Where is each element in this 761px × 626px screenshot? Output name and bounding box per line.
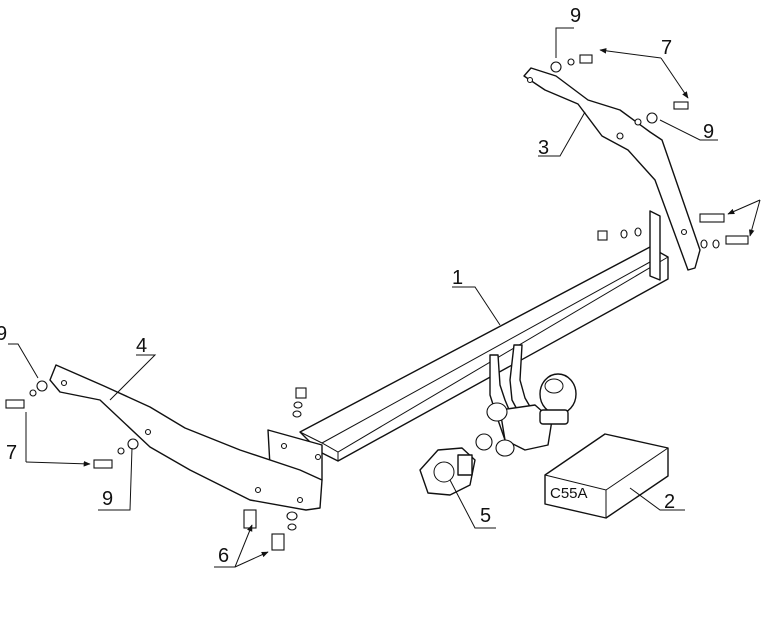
left-side-bracket [49, 364, 323, 511]
packaging-box: C55A [544, 433, 669, 519]
callout-1: 1 [452, 267, 463, 289]
callout-7-left: 7 [6, 442, 17, 464]
hardware-left [5, 380, 307, 551]
socket-plate [419, 447, 476, 496]
callouts: 1 2 3 4 5 6 7 7 9 9 9 9 [0, 5, 714, 567]
box-label: C55A [550, 485, 588, 502]
callout-9-top: 9 [570, 5, 581, 27]
callout-5: 5 [480, 505, 491, 527]
callout-9-right: 9 [703, 121, 714, 143]
callout-3: 3 [538, 137, 549, 159]
hardware-top-right [550, 54, 749, 249]
callout-2: 2 [664, 491, 675, 513]
leader-lines [8, 27, 761, 568]
callout-4: 4 [136, 335, 147, 357]
callout-9-left-partial: 9 [0, 323, 7, 345]
tow-ball-assembly [475, 344, 577, 457]
callout-7-top: 7 [661, 37, 672, 59]
callout-6: 6 [218, 545, 229, 567]
callout-9-left: 9 [102, 488, 113, 510]
right-side-bracket [523, 67, 701, 271]
